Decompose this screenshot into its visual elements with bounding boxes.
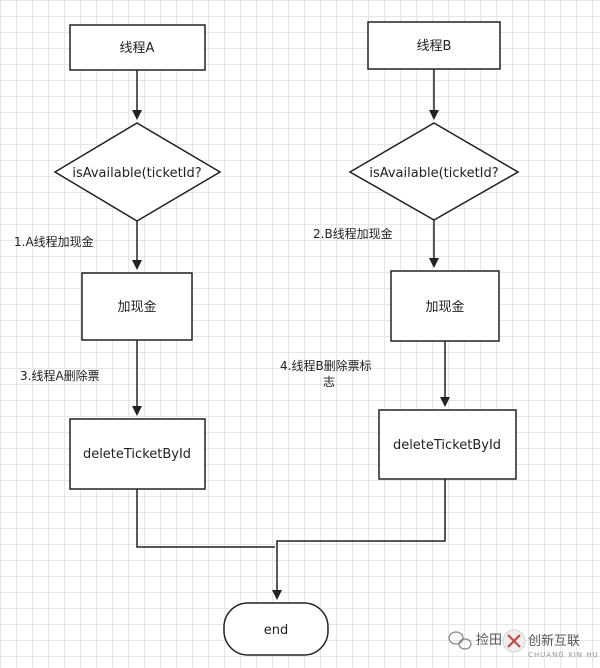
step2-label: 2.B线程加现金 — [313, 226, 393, 241]
connector-a-to-end — [136, 489, 275, 548]
thread-a-label: 线程A — [120, 41, 155, 56]
brand-sub: CHUANG XIN HU LIAN — [528, 651, 600, 659]
end-terminator — [223, 602, 329, 656]
end-label: end — [264, 623, 289, 638]
step4-label-line2: 志 — [323, 375, 335, 389]
add-cash-a-label: 加现金 — [117, 299, 156, 315]
thread-b-label: 线程B — [417, 39, 452, 54]
wechat-icon — [448, 631, 472, 650]
delete-b-label: deleteTicketById — [393, 438, 501, 453]
connector-b-to-end — [272, 479, 446, 600]
step3-label: 3.线程A删除票 — [20, 368, 100, 383]
delete-a-label: deleteTicketById — [83, 447, 191, 462]
brand-name: 创新互联 — [528, 633, 580, 649]
delete-a-box — [69, 418, 206, 490]
step4-label-line1: 4.线程B删除票标 — [280, 358, 372, 373]
decision-a-label: isAvailable(ticketId? — [72, 166, 201, 181]
watermark: 捡田 创新互联 CHUANG XIN HU LIAN — [448, 629, 600, 659]
step1-label: 1.A线程加现金 — [14, 234, 94, 249]
watermark-left-text: 捡田 — [476, 632, 502, 648]
add-cash-b-label: 加现金 — [425, 299, 464, 315]
thread-a-box — [69, 24, 206, 71]
decision-b-label: isAvailable(ticketId? — [369, 166, 498, 181]
thread-b-box — [367, 21, 501, 70]
brand-logo-icon — [502, 629, 526, 653]
delete-b-box — [378, 409, 517, 480]
